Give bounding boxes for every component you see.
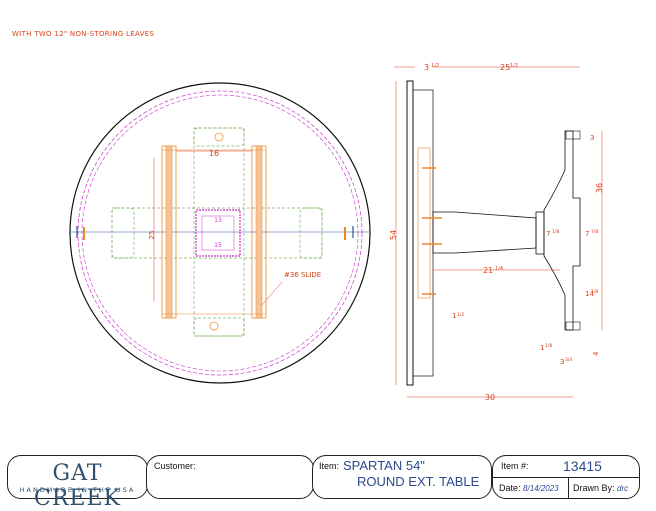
brand-tagline: HANDMADE IN THE USA [19,486,136,494]
dim-sub-height: 15 [214,242,222,249]
slide-left-core [165,145,173,319]
base-foot-bottom [193,317,245,337]
dim-pedestal: 1 [452,312,456,320]
dim-reach: 21 [483,266,493,275]
side-base [543,130,581,331]
customer-box: Customer: [146,455,314,499]
side-top-slab [406,80,414,386]
base-foot-right [299,207,323,259]
dim-sub-width: 13 [214,217,222,224]
item-no: 13415 [563,458,602,474]
item-label: Item: [319,461,340,471]
date-label: Date: 8/14/2023 [499,483,559,493]
dim-apron-frac: 1/2 [510,63,518,69]
dim-lower-frac: 1/8 [591,289,598,295]
dim-top-width: 16 [209,149,219,158]
apron-outline [77,90,363,376]
date-value: 8/14/2023 [523,484,559,493]
apron-inner-outline [81,94,359,372]
dim-apron: 25 [500,63,510,72]
table-top-outline [69,82,371,384]
customer-label: Customer: [154,461,196,471]
dim-top-block: 3 [590,134,594,142]
slide-label: #36 SLIDE [284,271,321,279]
dim-height: 36 [595,183,604,193]
base-foot-block [565,321,581,331]
base-foot-top [193,127,245,147]
plan-view: 16 25 13 15 #36 SLIDE [69,82,371,384]
foot-bolt-top [214,132,224,142]
info-divider-v [568,477,569,498]
base-top-block [565,130,581,140]
base-footprint-wide [111,207,323,259]
side-view: 54 3 1/2 25 1/2 21 1/4 1 1/2 30 36 3 7 1… [389,63,604,402]
sub-top-inner [201,215,235,251]
sub-top [195,209,241,257]
dim-foot-frac: 1/8 [545,343,552,349]
dim-col-frac: 1/8 [552,229,559,235]
dim-pedestal-frac: 1/2 [457,312,464,318]
item-name-line2: ROUND EXT. TABLE [357,474,480,489]
dim-reach-frac: 1/4 [495,266,503,272]
dim-foot: 1 [540,344,544,352]
dim-collar-frac: 7/8 [591,229,598,235]
dim-foot2-frac: 3/4 [565,357,572,363]
item-box: Item: SPARTAN 54" ROUND EXT. TABLE [312,455,492,499]
info-divider-h [493,477,639,478]
dim-col: 7 [546,230,550,238]
info-box: Item #: 13415 Date: 8/14/2023 Drawn By: … [492,455,640,499]
base-foot-left [111,207,135,259]
dim-foot-height: 4 [592,351,600,356]
dim-diameter: 54 [389,230,398,240]
item-name-line1: SPARTAN 54" [343,458,425,473]
foot-bolt-bottom [209,321,219,331]
dim-lower: 14 [585,290,594,298]
side-column [432,211,537,254]
drawing-note: WITH TWO 12" NON-STORING LEAVES [12,30,155,38]
dim-foot2: 3 [560,358,564,366]
side-collar [535,211,545,255]
side-slide [417,147,431,299]
dim-edge-frac: 1/2 [431,63,439,69]
slide-leader [261,281,283,306]
dim-base-width: 30 [485,393,495,402]
slide-right-core [255,145,263,319]
dim-edge: 3 [424,63,429,72]
dim-collar: 7 [585,230,589,238]
drawn-by-value: drc [617,484,629,493]
logo-box: GAT CREEK HANDMADE IN THE USA [7,455,148,511]
drawn-by-label: Drawn By: drc [573,483,629,493]
dim-length: 25 [148,231,156,240]
item-no-label: Item #: [501,461,529,471]
